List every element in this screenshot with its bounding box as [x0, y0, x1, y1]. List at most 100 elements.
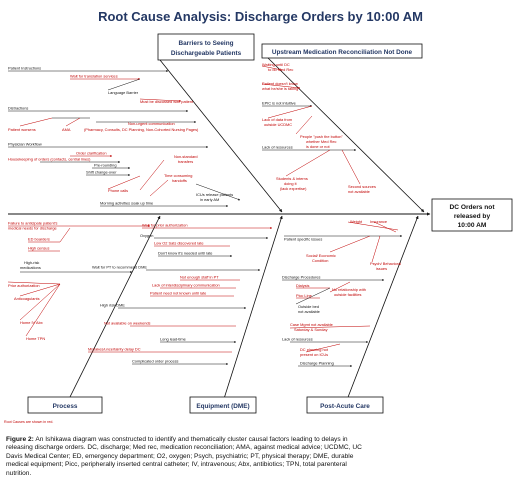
- label-not-weekends: Not available on weekends: [104, 321, 151, 326]
- label-not-enough-staff: Not enough staff in PT: [180, 275, 219, 280]
- label-lack-data-1: Lack of data from: [262, 117, 292, 122]
- bone-upstream: [267, 57, 425, 213]
- label-physician-workflow: Physician Workflow: [8, 142, 42, 147]
- bone-barriers: [159, 59, 283, 213]
- label-pt-doesnt-know-1: Patient doesn't know: [262, 81, 298, 86]
- category-process-label: Process: [53, 403, 78, 410]
- label-social-1: Social/ Economic: [306, 253, 336, 258]
- upstream-causes: [261, 65, 361, 185]
- label-wait-pt: Wait for PT to recommend DME: [92, 265, 147, 270]
- label-pre-rounding: Pre-rounding: [94, 163, 117, 168]
- label-case-mgmt-2: Saturday & Sunday: [294, 327, 328, 332]
- label-non-standard-1: Non-standard: [174, 154, 198, 159]
- label-patient-worsens: Patient worsens: [8, 127, 36, 132]
- label-must-discuss: Must be discussed with patient: [140, 99, 194, 104]
- diagram-title: Root Cause Analysis: Discharge Orders by…: [98, 9, 423, 24]
- label-non-urgent-1: Non-urgent communication: [128, 121, 175, 126]
- label-push-button-2: whether Med Rec: [306, 139, 337, 144]
- label-picc: Picc Line: [296, 293, 312, 298]
- label-time-consuming-1: Time consuming: [164, 173, 192, 178]
- label-students-1: Students & interns: [276, 176, 308, 181]
- caption-text-1: An Ishikawa diagram was constructed to i…: [35, 436, 348, 443]
- label-dc-planning-2: present on ICUs: [300, 352, 328, 357]
- label-icus-2: in early AM: [200, 197, 219, 202]
- label-waiting-dc-1: Waiting until DC: [262, 62, 290, 67]
- label-pt-doesnt-know-2: what he/she is taking: [262, 86, 298, 91]
- label-complicated: Complicated order process: [132, 359, 179, 364]
- label-icus-1: ICUs release patients: [196, 192, 233, 197]
- outcome-box: DC Orders not released by 10:00 AM: [431, 198, 513, 232]
- label-discharge-planning: Discharge Planning: [300, 361, 334, 366]
- label-language-barrier: Language Barrier: [108, 90, 139, 95]
- label-high-risk-dme: High risk DME: [100, 303, 125, 308]
- label-case-mgmt-1: Case Mgmt not available: [290, 322, 333, 327]
- caption-text-3: Davis Medical Center; ED, emergency depa…: [6, 452, 354, 460]
- category-barriers: Barriers to Seeing Dischargeable Patient…: [157, 33, 255, 61]
- label-psych-2: issues: [376, 266, 387, 271]
- label-pt-specific: Patient specific issues: [284, 237, 322, 242]
- label-ed-boarders: ED boarders: [28, 237, 50, 242]
- outcome-line1: DC Orders not: [449, 204, 495, 211]
- label-waiting-dc-2: to do Med Rec: [268, 67, 293, 72]
- label-mistakes: Mistakes/uncertainty delay DC: [88, 347, 141, 352]
- label-housekeeping: Housekeeping of orders (contacts, centra…: [8, 157, 91, 162]
- bone-equipment: [221, 215, 283, 406]
- outcome-line2: released by: [454, 213, 491, 220]
- caption-figure-label: Figure 2:: [6, 436, 34, 443]
- label-push-button-1: People "push the button": [300, 134, 343, 139]
- label-epic: EPIC is not intuitive: [262, 101, 296, 106]
- equipment-causes: [88, 227, 273, 365]
- label-shift-change: Shift change-over: [86, 170, 117, 175]
- label-anticoagulants: Anticoagulants: [14, 296, 40, 301]
- label-home-iv: Home IV Abx: [20, 320, 43, 325]
- process-labels: Failure to anticipate patient's medical …: [4, 221, 57, 425]
- label-second-sources-1: Second sources: [348, 184, 376, 189]
- barriers-labels: Patient Instructions Wait for translatio…: [8, 66, 233, 206]
- label-morning-activities: Morning activities soak up time: [100, 201, 153, 206]
- label-social-2: Condition: [312, 258, 328, 263]
- label-dialysis: Dialysis: [296, 283, 309, 288]
- label-dc-planning-1: DC planning not: [300, 347, 329, 352]
- label-high-census: High census: [28, 246, 49, 251]
- label-outside-bed-1: Outside bed: [298, 304, 319, 309]
- label-non-standard-2: transfers: [178, 159, 193, 164]
- label-dont-know: Don't know it's needed until late: [158, 251, 212, 256]
- label-wait-prior-auth: Wait for prior authorization: [142, 223, 187, 228]
- category-upstream-label: Upstream Medication Reconciliation Not D…: [272, 49, 413, 56]
- label-outside-bed-2: not available: [298, 309, 320, 314]
- label-low-o2: Low O2 Sats discovered late: [154, 241, 204, 246]
- label-lack-interdisc: Lack of interdisciplinary communication: [152, 283, 220, 288]
- category-process: Process: [27, 396, 103, 414]
- label-lack-resources-postacute: Lack of resources: [282, 337, 313, 342]
- process-causes: [7, 225, 151, 337]
- label-patient-instructions: Patient Instructions: [8, 66, 41, 71]
- label-failure-1: Failure to anticipate patient's: [8, 221, 57, 226]
- label-distractions: Distractions: [8, 106, 28, 111]
- label-ama: AMA: [62, 127, 71, 132]
- label-no-relationship-1: No relationship with: [332, 287, 366, 292]
- label-lack-data-2: outside UCDMC: [264, 122, 292, 127]
- label-push-button-3: is done or not: [306, 144, 330, 149]
- postacute-causes: [282, 221, 403, 367]
- label-need-not-known: Patient need not known until late: [150, 291, 206, 296]
- label-students-2: doing it: [284, 181, 297, 186]
- label-high-risk-1: High-risk: [24, 260, 39, 265]
- label-high-risk-2: medications: [20, 265, 41, 270]
- caption-text-2: releasing discharge orders. DC, discharg…: [6, 444, 362, 452]
- label-prior-auth: Prior authorization: [8, 283, 40, 288]
- label-oxygen: Oxygen: [140, 233, 153, 238]
- label-long-lead: Long lead-time: [160, 337, 186, 342]
- bone-postacute: [344, 215, 419, 406]
- category-postacute-label: Post-Acute Care: [320, 403, 370, 410]
- label-second-sources-2: not available: [348, 189, 370, 194]
- label-phone-calls: Phone calls: [108, 188, 128, 193]
- label-failure-2: medical needs for discharge: [8, 226, 57, 231]
- postacute-labels: Weight Insurance Patient specific issues…: [282, 219, 401, 366]
- label-time-consuming-2: handoffs: [172, 178, 187, 183]
- caption-text-4: medical equipment; Picc, peripherally in…: [6, 461, 347, 469]
- bone-process: [65, 215, 161, 406]
- category-barriers-line1: Barriers to Seeing: [178, 40, 233, 47]
- equipment-labels: Wait for prior authorization Oxygen Low …: [88, 223, 220, 364]
- label-dc-procedures: Discharge Procedures: [282, 275, 321, 280]
